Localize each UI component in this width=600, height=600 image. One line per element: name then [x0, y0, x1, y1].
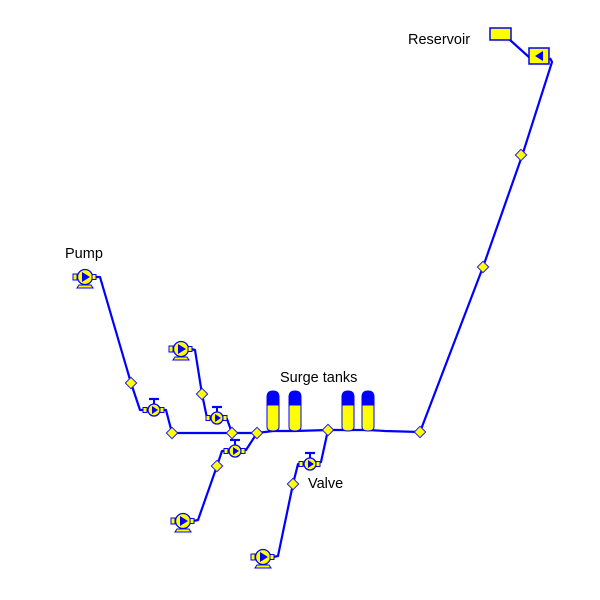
surge-tank-icon: [361, 390, 375, 432]
pump-4[interactable]: [250, 548, 275, 569]
pump-3[interactable]: [170, 512, 195, 533]
junction-node[interactable]: [165, 426, 179, 440]
surge-tank-2[interactable]: [288, 390, 302, 432]
pump-icon: [250, 548, 275, 569]
pipe-pump-3[interactable]: [192, 449, 228, 523]
label-reservoir: Reservoir: [408, 32, 470, 48]
surge-tank-4[interactable]: [361, 390, 375, 432]
pump-1[interactable]: [72, 268, 97, 289]
label-pump: Pump: [65, 246, 103, 262]
pipe-main-trunk[interactable]: [418, 57, 554, 433]
surge-tank-1[interactable]: [266, 390, 280, 432]
pipe-header[interactable]: [172, 428, 421, 435]
junction-node[interactable]: [124, 376, 138, 390]
junction-node[interactable]: [225, 426, 239, 440]
junction-node[interactable]: [210, 459, 224, 473]
junctions: [124, 148, 528, 491]
surge-tank-icon: [288, 390, 302, 432]
pump-icon: [168, 340, 193, 361]
surge-tank-3[interactable]: [341, 390, 355, 432]
pipe-pump-2[interactable]: [190, 347, 211, 420]
valve-1[interactable]: [141, 397, 166, 418]
pump-icon: [72, 268, 97, 289]
valve-4[interactable]: [297, 451, 322, 472]
check-valve-icon: [204, 405, 229, 426]
pipe-pump-4-valve[interactable]: [315, 429, 330, 466]
pipe-pump-1[interactable]: [94, 275, 147, 412]
label-valve: Valve: [308, 476, 343, 492]
pump-icon: [170, 512, 195, 533]
pipe-pump-4[interactable]: [272, 462, 303, 559]
pipe-reservoir-link[interactable]: [509, 39, 531, 59]
check-valve-icon: [297, 451, 322, 472]
label-surge-tanks: Surge tanks: [280, 370, 357, 386]
junction-node[interactable]: [476, 260, 490, 274]
junction-node[interactable]: [286, 477, 300, 491]
junction-node[interactable]: [413, 425, 427, 439]
junction-node[interactable]: [195, 387, 209, 401]
arrow-left-icon: [535, 51, 543, 61]
surge-tank-icon: [266, 390, 280, 432]
junction-node[interactable]: [514, 148, 528, 162]
junction-node[interactable]: [250, 426, 264, 440]
inflow-boundary[interactable]: [528, 47, 550, 65]
pump-2[interactable]: [168, 340, 193, 361]
check-valve-icon: [141, 397, 166, 418]
surge-tank-icon: [341, 390, 355, 432]
valve-3[interactable]: [222, 438, 247, 459]
reservoir[interactable]: [489, 27, 512, 41]
reservoir-icon: [489, 27, 512, 41]
valve-2[interactable]: [204, 405, 229, 426]
junction-node[interactable]: [321, 423, 335, 437]
check-valve-icon: [222, 438, 247, 459]
